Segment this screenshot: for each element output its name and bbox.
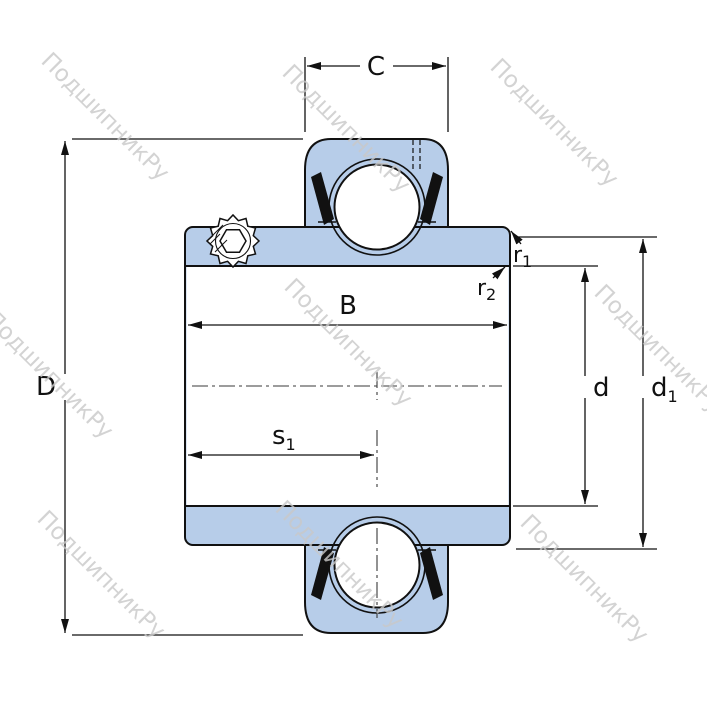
dimension-d1: d1 <box>516 236 678 550</box>
dim-label-r2: r2 <box>477 276 496 304</box>
dim-label-r2-main: r <box>477 276 487 301</box>
set-screw-hex-socket <box>219 228 247 254</box>
dimension-r1: r1 <box>510 230 532 271</box>
dim-label-B: B <box>339 291 357 321</box>
dim-label-d1-sub: 1 <box>668 387 678 406</box>
dim-label-d1: d1 <box>651 373 678 406</box>
lubrication-hole <box>412 140 421 172</box>
dimension-r2: r2 <box>477 266 506 304</box>
dim-label-s1: s1 <box>272 421 296 454</box>
dimension-B: B <box>188 291 507 329</box>
seal-right <box>420 172 443 225</box>
dim-label-d1-main: d <box>651 373 668 403</box>
dim-label-D: D <box>36 372 56 402</box>
dim-label-r1-sub: 1 <box>522 252 532 271</box>
dim-label-s1-main: s <box>272 421 286 451</box>
watermark-top-left: ПодшипникРу <box>36 48 174 186</box>
seal-left <box>311 172 334 225</box>
ball <box>333 163 421 251</box>
dimension-s1: s1 <box>188 421 374 459</box>
dimension-d: d <box>513 265 610 507</box>
watermark-bottom-left: ПодшипникРу <box>32 506 170 644</box>
dimension-D: D <box>36 138 303 636</box>
centerlines <box>192 372 502 618</box>
dim-label-r1-main: r <box>513 243 523 268</box>
dimension-C: C <box>304 52 449 132</box>
dim-label-d: d <box>593 373 610 403</box>
set-screw <box>205 213 261 269</box>
set-screw-circle <box>214 222 252 260</box>
watermark-middle-left: ПодшипникРу <box>0 306 118 444</box>
dim-label-r2-sub: 2 <box>486 285 496 304</box>
outer-ring-top-assembly <box>304 138 449 256</box>
dim-label-r1: r1 <box>513 243 532 271</box>
dim-label-s1-sub: 1 <box>286 435 296 454</box>
dim-label-C: C <box>367 52 385 82</box>
watermark-bottom-right: ПодшипникРу <box>515 510 653 648</box>
set-screw-hatching <box>209 224 228 253</box>
watermark-top-right: ПодшипникРу <box>485 54 623 192</box>
